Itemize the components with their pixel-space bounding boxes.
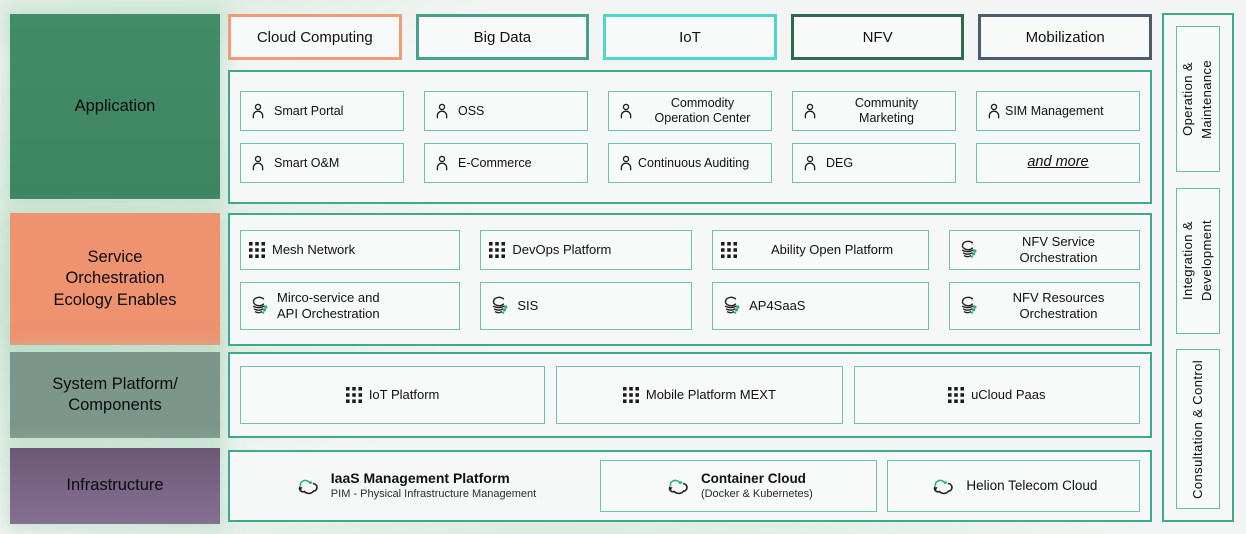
person-icon <box>433 154 451 172</box>
service-orchestration-panel: Mesh Network DevOps Platform Ability Ope… <box>228 213 1152 346</box>
mesh-icon <box>249 295 270 316</box>
app-item-sim-management: SIM Management <box>976 91 1140 131</box>
grid-icon <box>623 387 639 403</box>
left-section-system-platform: System Platform/ Components <box>10 352 220 438</box>
app-item-and-more: and more <box>976 143 1140 183</box>
mesh-icon <box>489 295 510 316</box>
sidebar-item-integration-development: Integration & Development <box>1176 187 1220 334</box>
right-sidebar: Operation & Maintenance Integration & De… <box>1162 13 1234 522</box>
tab-cloud-computing: Cloud Computing <box>228 14 402 60</box>
person-icon <box>249 102 267 120</box>
left-section-service-orchestration: Service Orchestration Ecology Enables <box>10 213 220 345</box>
grid-icon <box>721 242 737 258</box>
app-item-community-marketing: Community Marketing <box>792 91 956 131</box>
cloud-sync-icon <box>294 476 321 497</box>
app-item-deg: DEG <box>792 143 956 183</box>
sidebar-item-consultation-control: Consultation & Control <box>1176 349 1220 509</box>
cloud-sync-icon <box>664 476 691 497</box>
infra-item-container-cloud: Container Cloud (Docker & Kubernetes) <box>600 460 877 512</box>
tab-mobilization: Mobilization <box>978 14 1152 60</box>
system-platform-panel: IoT Platform Mobile Platform MEXT uCloud… <box>228 352 1152 438</box>
person-icon <box>433 102 451 120</box>
left-section-infrastructure: Infrastructure <box>10 448 220 524</box>
service-item-mesh-network: Mesh Network <box>240 229 461 270</box>
application-panel: Smart Portal OSS Commodity Operation Cen… <box>228 70 1152 204</box>
grid-icon <box>346 387 362 403</box>
infra-item-helion-telecom-cloud: Helion Telecom Cloud <box>886 460 1140 512</box>
person-icon <box>801 154 819 172</box>
service-item-nfv-resources-orchestration: NFV Resources Orchestration <box>949 281 1140 330</box>
service-item-ability-open-platform: Ability Open Platform <box>712 229 930 270</box>
sidebar-item-operation-maintenance: Operation & Maintenance <box>1176 26 1220 172</box>
app-item-continuous-auditing: Continuous Auditing <box>608 143 772 183</box>
infra-item-iaas-management-platform: IaaS Management Platform PIM - Physical … <box>240 460 590 512</box>
app-item-commodity-operation-center: Commodity Operation Center <box>608 91 772 131</box>
mesh-icon <box>958 295 979 316</box>
mesh-icon <box>721 295 742 316</box>
person-icon <box>801 102 819 120</box>
person-icon <box>249 154 267 172</box>
app-item-smart-portal: Smart Portal <box>240 91 404 131</box>
mesh-icon <box>958 239 979 260</box>
infrastructure-panel: IaaS Management Platform PIM - Physical … <box>228 450 1152 522</box>
system-item-iot-platform: IoT Platform <box>240 366 546 424</box>
service-item-nfv-service-orchestration: NFV Service Orchestration <box>949 229 1140 270</box>
service-item-sis: SIS <box>480 281 693 330</box>
grid-icon <box>948 387 964 403</box>
service-item-ap4saas: AP4SaaS <box>712 281 930 330</box>
grid-icon <box>489 242 505 258</box>
system-item-ucloud-paas: uCloud Paas <box>853 366 1140 424</box>
system-item-mobile-platform-mext: Mobile Platform MEXT <box>556 366 843 424</box>
grid-icon <box>249 242 265 258</box>
app-item-smart-om: Smart O&M <box>240 143 404 183</box>
app-item-e-commerce: E-Commerce <box>424 143 588 183</box>
service-item-microservice-api-orchestration: Mirco-service and API Orchestration <box>240 281 461 330</box>
domain-tabs: Cloud Computing Big Data IoT NFV Mobiliz… <box>228 14 1152 60</box>
left-section-application: Application <box>10 14 220 199</box>
tab-iot: IoT <box>603 14 777 60</box>
person-icon <box>985 102 1003 120</box>
person-icon <box>617 154 635 172</box>
app-item-oss: OSS <box>424 91 588 131</box>
tab-nfv: NFV <box>790 14 965 60</box>
person-icon <box>617 102 635 120</box>
cloud-sync-icon <box>929 476 956 497</box>
service-item-devops-platform: DevOps Platform <box>480 229 693 270</box>
tab-big-data: Big Data <box>415 14 590 60</box>
